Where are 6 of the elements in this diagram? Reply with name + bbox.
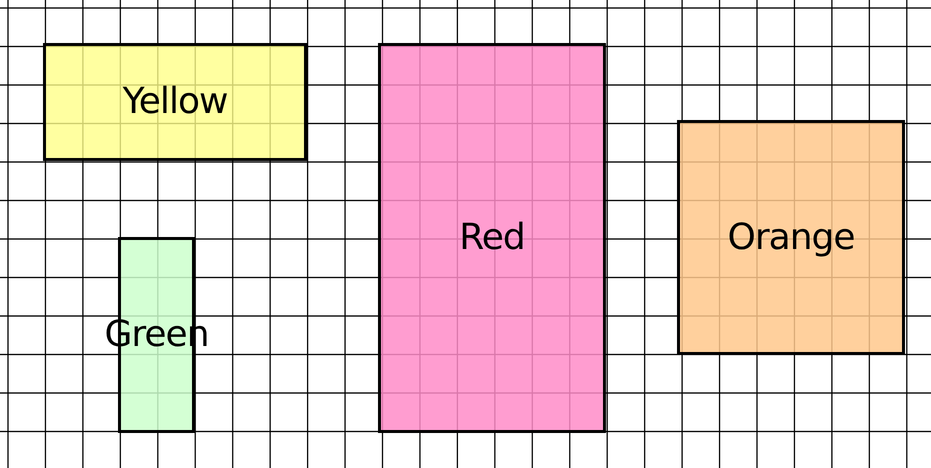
colored-rectangle — [378, 43, 606, 433]
rectangle-label: Yellow — [122, 84, 228, 120]
colored-rectangle — [677, 120, 905, 355]
colored-rectangle — [43, 43, 307, 161]
rectangle-label: Orange — [728, 220, 854, 256]
rectangle-label: Red — [459, 220, 525, 256]
